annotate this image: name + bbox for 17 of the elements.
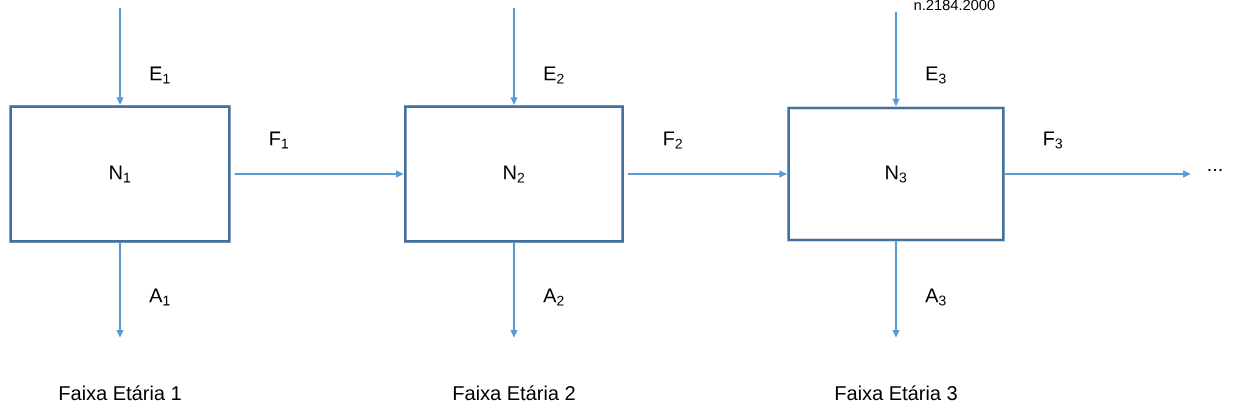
edge-label: F$_{3}$ — [1044, 131, 1063, 149]
edge-label: F$_{2}$ — [664, 131, 682, 149]
edge-label: A$_{2}$ — [543, 288, 564, 306]
edge-label: E$_{3}$ — [926, 66, 946, 84]
group-caption: Faixa Etária 3 — [835, 385, 957, 401]
reference-number: n.2184.2000 — [914, 0, 995, 11]
edge-label: A$_{1}$ — [149, 288, 170, 306]
edge-label: E$_{2}$ — [544, 66, 564, 84]
process-box: N$_{2}$ — [404, 105, 624, 243]
ellipsis-text: ... — [1208, 168, 1222, 172]
process-box: N$_{1}$ — [9, 105, 231, 243]
group-caption: Faixa Etária 1 — [59, 385, 181, 401]
edge-label: F$_{1}$ — [270, 131, 288, 149]
edge-label: E$_{1}$ — [150, 66, 170, 84]
group-caption: Faixa Etária 2 — [453, 385, 575, 401]
edge-label: A$_{3}$ — [925, 288, 946, 306]
process-box: N$_{3}$ — [787, 106, 1005, 242]
